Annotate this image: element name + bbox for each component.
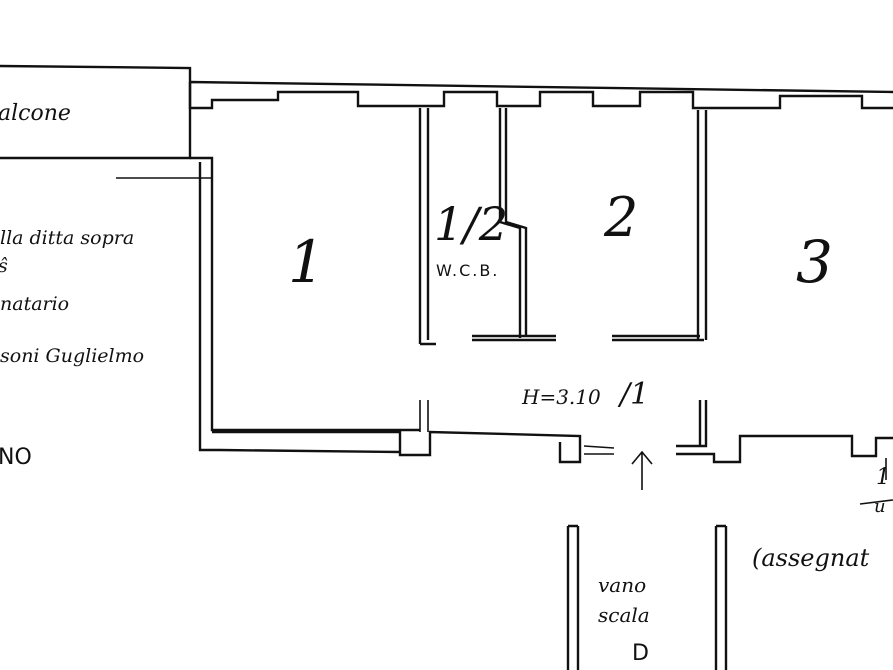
bottom-wall-left bbox=[212, 430, 582, 464]
note-line-3: natario bbox=[0, 293, 69, 315]
stair-label-d: D bbox=[632, 641, 649, 666]
ceiling-height-label: H=3.10 bbox=[521, 385, 601, 409]
stair-label-scala: scala bbox=[598, 603, 650, 627]
partition-wc-room2 bbox=[498, 108, 528, 338]
room2-bottom-wall bbox=[612, 334, 704, 342]
note-line-1: lla ditta sopra bbox=[0, 227, 134, 249]
top-exterior-wall bbox=[188, 80, 893, 110]
entrance-arrow bbox=[631, 450, 653, 490]
balcony-label: alcone bbox=[0, 101, 71, 126]
room-3-label: 3 bbox=[796, 228, 833, 296]
right-fragment-2: u bbox=[874, 496, 886, 517]
stairwell-walls bbox=[566, 524, 728, 670]
stair-label-vano: vano bbox=[598, 573, 646, 597]
right-edge-marks bbox=[859, 458, 893, 505]
bottom-wall-right bbox=[676, 400, 893, 464]
door-jamb-left bbox=[419, 400, 615, 455]
ceiling-height-suffix: /1 bbox=[617, 377, 649, 412]
right-fragment-1: 1 bbox=[876, 465, 890, 490]
note-line-2: ŝ bbox=[0, 255, 8, 277]
room-1-label: 1 bbox=[288, 228, 325, 296]
wc-bottom-wall bbox=[472, 334, 556, 342]
room-2-label: 2 bbox=[603, 186, 638, 249]
wc-label: W.C.B. bbox=[436, 261, 499, 280]
partition-room1-wc bbox=[418, 108, 436, 346]
floor-fragment-label: NO bbox=[0, 445, 32, 470]
note-line-4: soni Guglielmo bbox=[0, 345, 144, 367]
partition-room2-room3 bbox=[696, 110, 708, 340]
balcony-outline bbox=[0, 64, 192, 160]
room-half-label: 1/2 bbox=[434, 197, 508, 251]
left-exterior-wall bbox=[190, 156, 420, 452]
assigned-label: (assegnat bbox=[752, 544, 870, 572]
